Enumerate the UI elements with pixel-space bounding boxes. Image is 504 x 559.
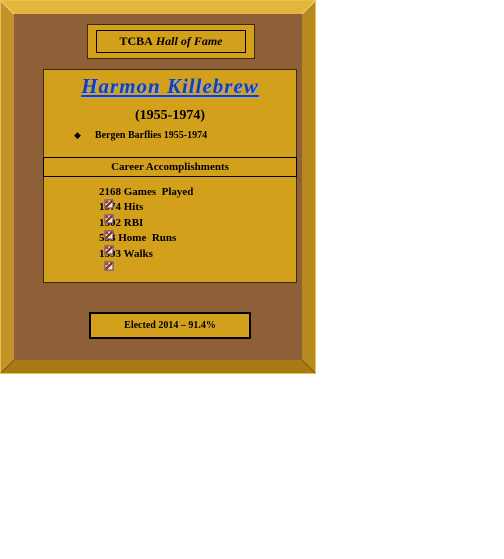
title-hall-of-fame: Hall of Fame <box>155 34 223 48</box>
player-panel: Harmon Killebrew (1955-1974) ◆ Bergen Ba… <box>43 69 297 283</box>
diamond-icon: ◆ <box>74 130 81 140</box>
player-name: Harmon Killebrew <box>81 74 259 98</box>
list-item: 2168 Games Played <box>76 184 194 209</box>
plaque-title: TCBA Hall of Fame <box>96 30 246 53</box>
career-years: (1955-1974) <box>135 108 205 123</box>
baseball-bat-icon <box>76 233 113 255</box>
baseball-bat-icon <box>76 249 113 271</box>
baseball-bat-icon <box>76 202 113 224</box>
team-label: Bergen Barflies 1955-1974 <box>94 130 208 141</box>
team-item: ◆ Bergen Barflies 1955-1974 <box>74 130 207 141</box>
title-prefix: TCBA <box>119 34 153 48</box>
hall-of-fame-plaque: TCBA Hall of Fame Harmon Killebrew (1955… <box>0 0 316 374</box>
list-item: 553 Home Runs <box>76 231 193 255</box>
baseball-bat-icon <box>76 218 113 240</box>
title-plate: TCBA Hall of Fame <box>87 24 255 59</box>
section-heading: Career Accomplishments <box>43 157 297 177</box>
accomplishment-text: 2168 Games Played <box>99 185 194 198</box>
baseball-bat-icon <box>76 187 113 209</box>
accomplishment-text: 553 Home Runs <box>99 232 177 245</box>
accomplishments-list: 2168 Games Played 1974 Hits 1502 RBI 553… <box>76 184 194 271</box>
election-result: Elected 2014 – 91.4% <box>89 312 251 339</box>
